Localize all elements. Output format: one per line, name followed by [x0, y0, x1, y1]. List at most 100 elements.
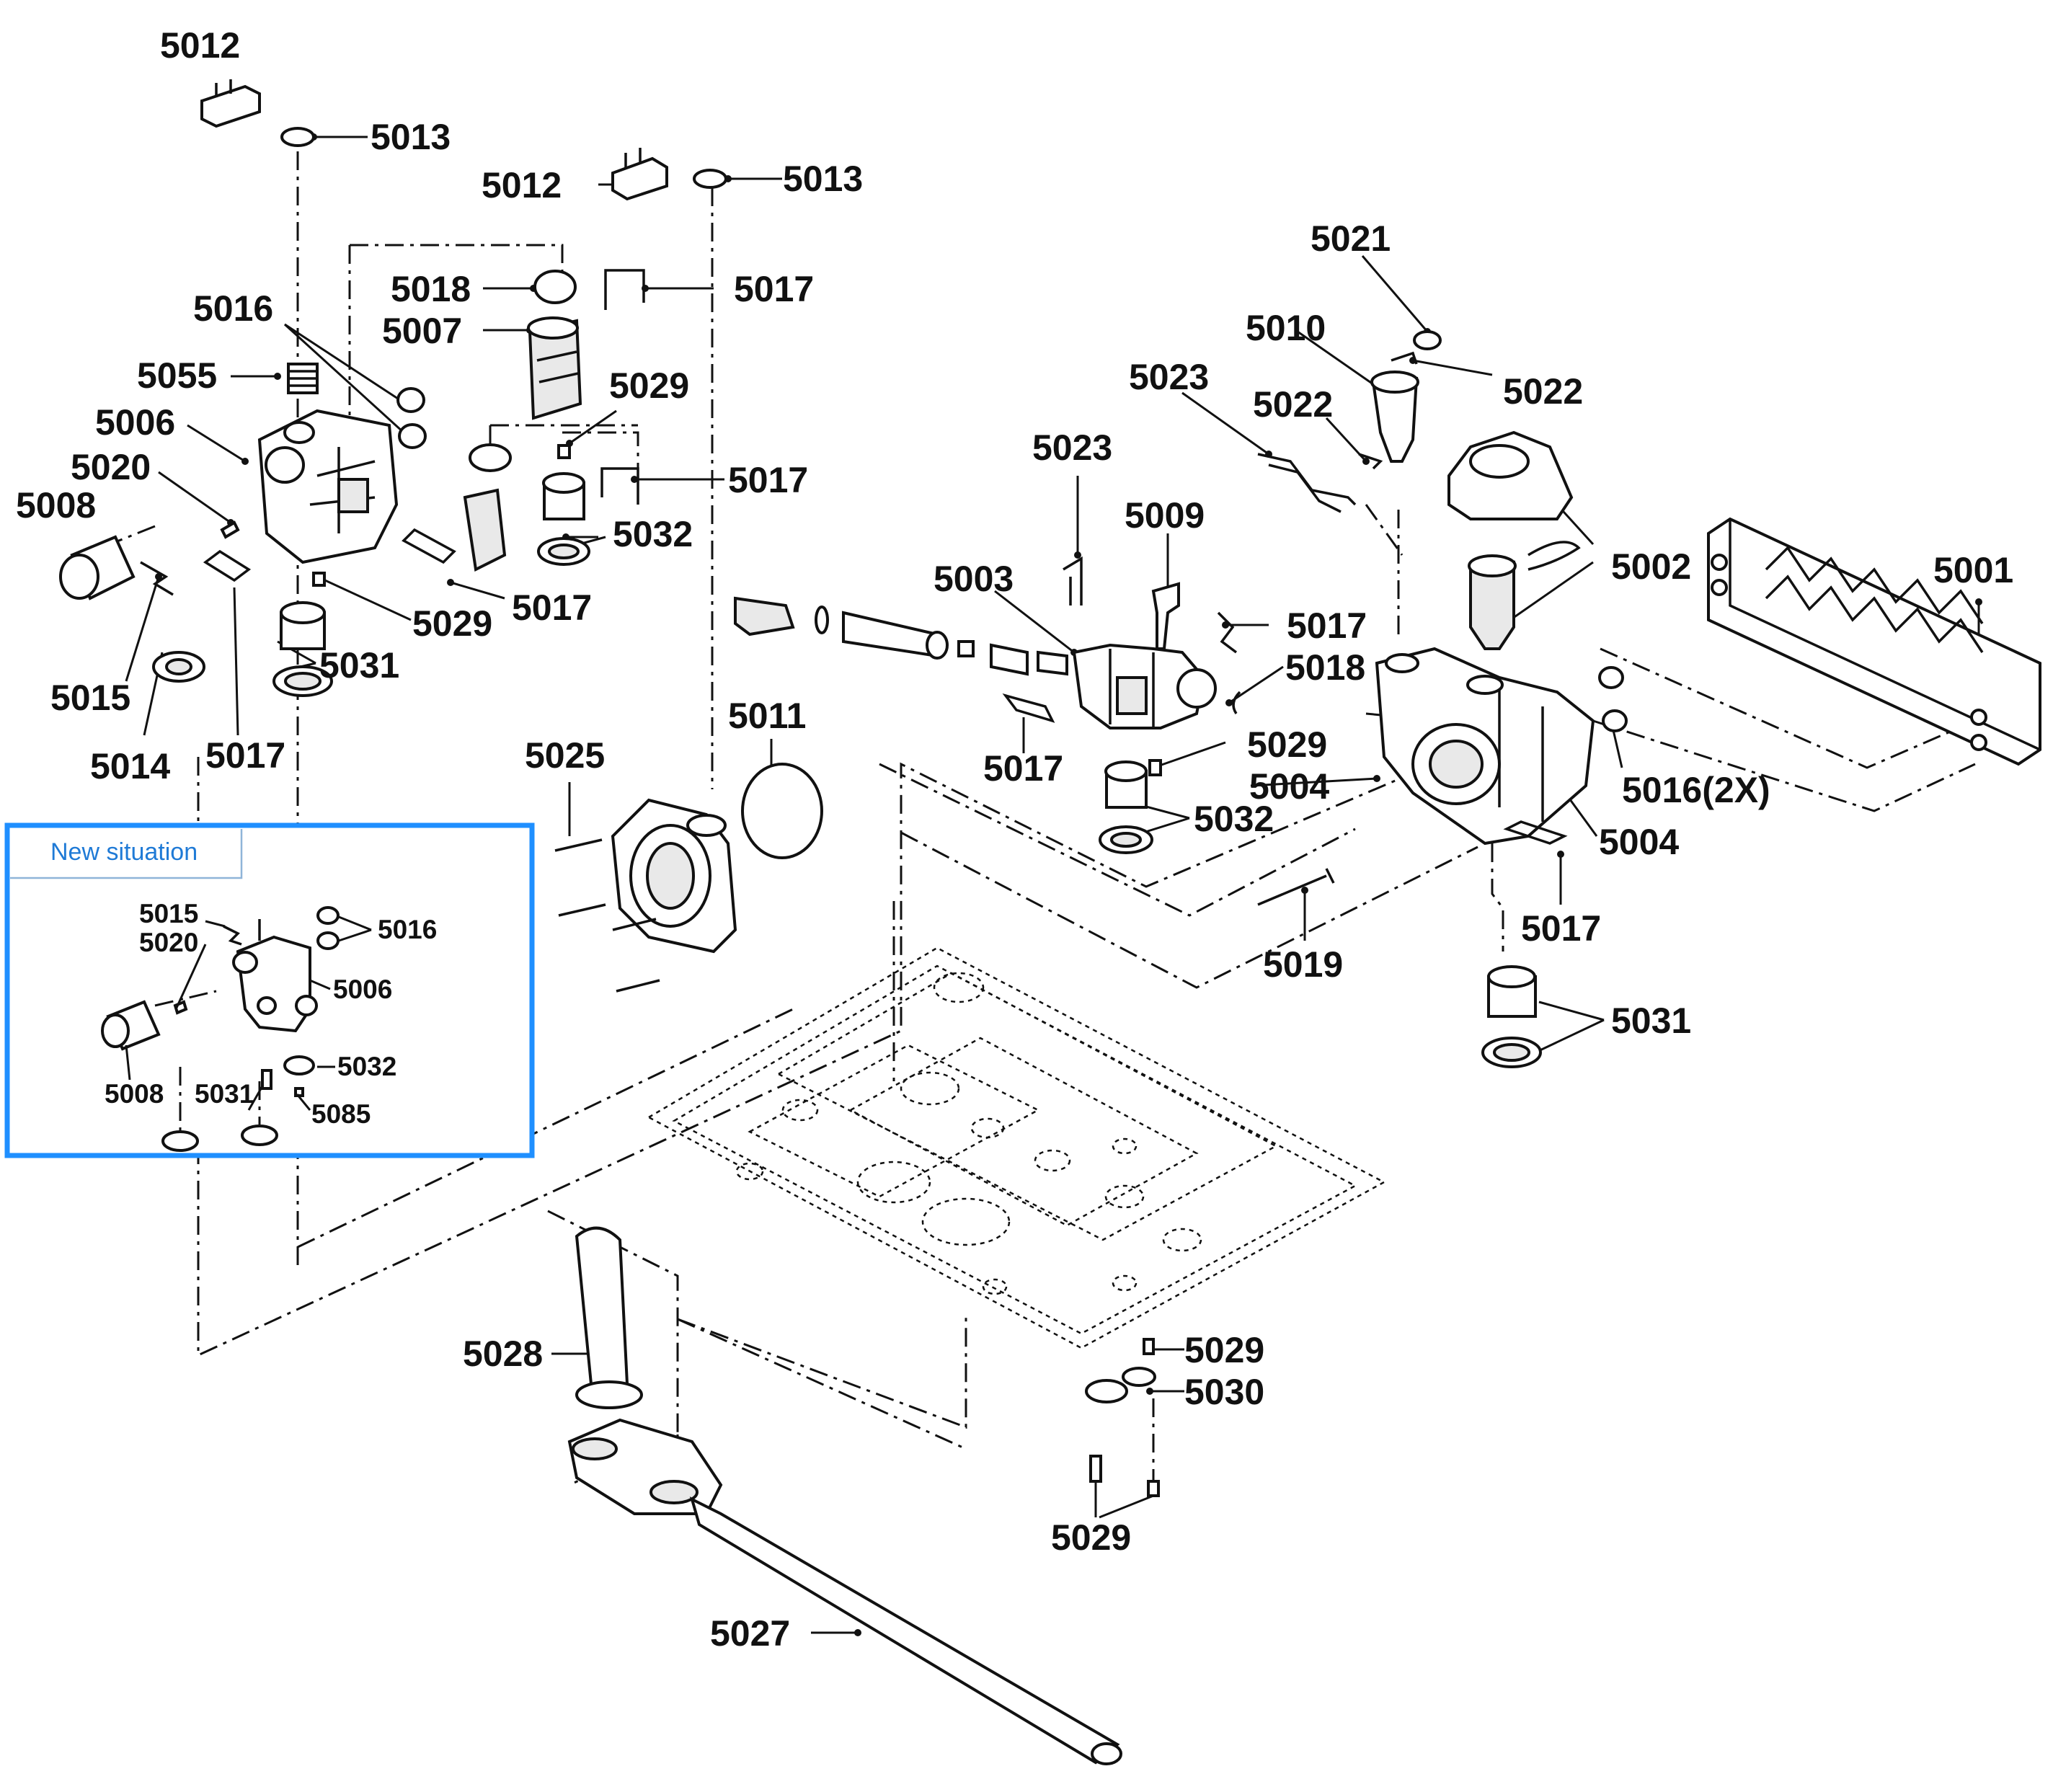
inset-label-5016: 5016	[378, 915, 437, 944]
bolts-5025	[554, 838, 660, 993]
bolt-5019	[1257, 868, 1335, 906]
label-5020: 5020	[71, 447, 151, 487]
label-5017-lower-right: 5017	[1521, 908, 1601, 949]
inset-label-5020: 5020	[139, 928, 198, 957]
valve-5010	[1370, 371, 1419, 463]
o-ring-5013-right	[693, 169, 727, 189]
clip-5017-small	[1217, 611, 1238, 654]
grommet-5030-b	[1122, 1367, 1156, 1387]
new-situation-inset: New situation 5015 5020 5016 5006	[4, 822, 535, 1158]
label-5015: 5015	[50, 678, 130, 718]
cap-5021	[1413, 330, 1442, 350]
label-5002: 5002	[1611, 546, 1691, 587]
label-5032-right: 5032	[1194, 799, 1274, 839]
fitting-5031-right	[1487, 965, 1537, 1018]
screw-5020	[220, 520, 240, 539]
wire-bracket-5023-center	[1063, 556, 1083, 606]
label-5055: 5055	[137, 355, 217, 396]
clip-5012-left	[200, 79, 261, 128]
heat-exchanger-5001	[1707, 517, 2041, 766]
screw-5029-bottom-b	[1147, 1480, 1160, 1497]
label-5009: 5009	[1125, 495, 1205, 536]
label-5016-right: 5016(2X)	[1622, 770, 1770, 810]
screw-5029-top	[557, 444, 571, 459]
inset-label-5032: 5032	[337, 1052, 396, 1081]
label-5018-right: 5018	[1285, 647, 1365, 688]
label-5003: 5003	[934, 559, 1014, 599]
o-ring-5016-right-b	[1602, 709, 1628, 732]
shaft-5003	[734, 596, 1068, 676]
label-5021: 5021	[1311, 218, 1391, 259]
label-5010: 5010	[1246, 308, 1326, 348]
part-labels: 5012 5013 5012 5013 5016 5018 5017 5007 …	[16, 25, 2013, 1654]
fitting-5032-right	[1104, 760, 1148, 809]
u-clip-5017-center-left	[402, 528, 456, 564]
label-5029-top: 5029	[609, 365, 689, 406]
label-5011: 5011	[728, 696, 806, 736]
label-5017-mid: 5017	[728, 460, 808, 500]
label-5013-left: 5013	[371, 117, 451, 157]
diverter-valve-5003	[1072, 643, 1217, 729]
o-ring-5013-left	[280, 127, 315, 147]
u-clip-5017-lower-right	[1503, 820, 1568, 845]
drain-pipe-5027	[567, 1418, 1122, 1765]
clip-5022-top	[1391, 351, 1418, 365]
clip-5012-right	[611, 148, 668, 201]
o-ring-5018-mid	[469, 443, 512, 472]
o-ring-5011	[741, 763, 823, 859]
elbow-5008	[59, 535, 136, 600]
sleeve-part	[463, 488, 507, 572]
label-5017-left: 5017	[205, 735, 285, 776]
clip-5002	[1527, 541, 1581, 571]
label-5014: 5014	[90, 746, 170, 786]
label-5007: 5007	[382, 311, 462, 351]
screw-5029-bottom-a	[1089, 1455, 1102, 1483]
washer-5032-top	[537, 537, 590, 566]
label-5017-top: 5017	[734, 269, 814, 309]
inset-tab-border	[10, 829, 243, 879]
label-5017-center-left: 5017	[512, 587, 592, 628]
label-5023-center: 5023	[1032, 427, 1112, 468]
label-5029-bottom: 5029	[1051, 1517, 1131, 1558]
cartridge-5002	[1468, 554, 1517, 650]
inset-label-5008: 5008	[105, 1079, 164, 1109]
label-5023-right: 5023	[1129, 357, 1209, 397]
wire-bracket-5023-right	[1257, 453, 1357, 513]
label-5008: 5008	[16, 485, 96, 525]
label-5030: 5030	[1184, 1372, 1264, 1412]
bracket-5014	[152, 651, 205, 683]
label-5031-left: 5031	[319, 645, 399, 686]
label-5017-right: 5017	[1287, 606, 1367, 646]
label-5001: 5001	[1933, 550, 2013, 590]
washer-5031-right	[1481, 1037, 1542, 1068]
sensor-5009	[1151, 582, 1180, 650]
label-5027: 5027	[710, 1613, 790, 1654]
label-5029-right: 5029	[1247, 724, 1327, 765]
valve-body-5006	[257, 409, 399, 564]
inset-label-5085: 5085	[311, 1099, 371, 1129]
clip-5022-mid	[1358, 453, 1383, 470]
screw-5029-lower	[1143, 1338, 1155, 1355]
fitting-5031-left	[280, 601, 326, 650]
label-5012-right: 5012	[482, 165, 562, 205]
grommet-5030-a	[1085, 1379, 1128, 1403]
label-5019: 5019	[1263, 944, 1343, 985]
inset-label-5006: 5006	[333, 975, 392, 1004]
label-5022-mid: 5022	[1253, 384, 1333, 425]
inset-label-5031: 5031	[195, 1079, 254, 1109]
inset-title: New situation	[50, 838, 198, 866]
o-ring-5016-a	[396, 387, 425, 413]
label-5006: 5006	[95, 402, 175, 443]
label-5029-lower: 5029	[1184, 1330, 1264, 1370]
label-5032-top: 5032	[613, 514, 693, 554]
label-5017-lower-center: 5017	[983, 748, 1063, 789]
label-5025: 5025	[525, 735, 605, 776]
fitting-5032-top	[542, 472, 585, 520]
label-5013-right: 5013	[783, 159, 863, 199]
o-ring-5016-b	[398, 423, 427, 449]
label-5018-top: 5018	[391, 269, 471, 309]
pipe-5028	[575, 1226, 643, 1409]
u-clip-5017-mid	[600, 467, 639, 505]
pump-housing-5011	[611, 798, 737, 954]
